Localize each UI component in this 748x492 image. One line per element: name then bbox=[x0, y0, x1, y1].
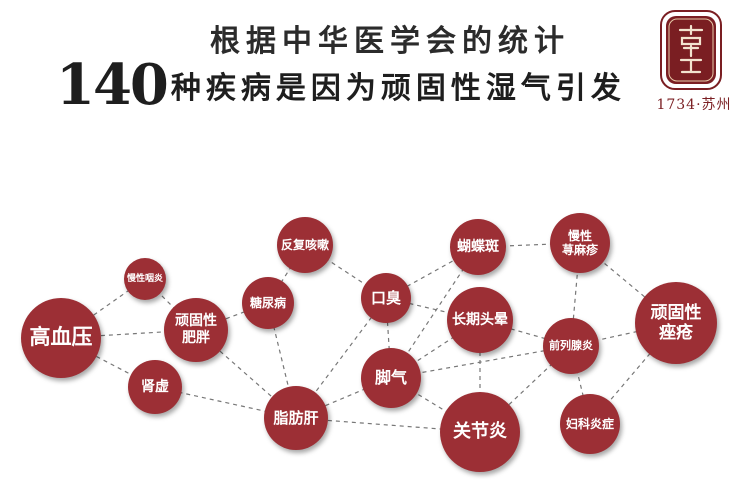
node-fanfu-kesou: 反复咳嗽 bbox=[277, 217, 333, 273]
disease-count: 140 bbox=[56, 52, 169, 118]
node-wanguxing-feipang: 顽固性 肥胖 bbox=[164, 298, 228, 362]
brand-year-place: 1734·苏州 bbox=[656, 97, 732, 113]
brand-seal-icon bbox=[660, 10, 722, 90]
node-tangniaobing: 糖尿病 bbox=[242, 277, 294, 329]
node-gaoxueya: 高血压 bbox=[21, 298, 101, 378]
node-shenxu: 肾虚 bbox=[128, 360, 182, 414]
link bbox=[195, 329, 297, 419]
node-manxing-yanyan: 慢性咽炎 bbox=[124, 258, 166, 300]
node-zhifanggan: 脂肪肝 bbox=[264, 386, 328, 450]
node-jiaoqi: 脚气 bbox=[361, 348, 421, 408]
node-changqi-touyun: 长期头晕 bbox=[447, 287, 513, 353]
node-manxing-xunmazhen: 慢性 荨麻疹 bbox=[550, 213, 610, 273]
link bbox=[589, 322, 677, 425]
node-guanjieyan: 关节炎 bbox=[440, 392, 520, 472]
brand-logo: 1734·苏州 bbox=[656, 10, 732, 120]
link bbox=[390, 345, 572, 379]
node-koushou: 口臭 bbox=[361, 273, 411, 323]
headline-line-1: 根据中华医学会的统计 bbox=[210, 24, 570, 59]
node-hudieban: 蝴蝶斑 bbox=[450, 219, 506, 275]
node-wanguxing-cuochuang: 顽固性 痤疮 bbox=[635, 282, 717, 364]
headline-line-2-text: 种疾病是因为顽固性湿气引发 bbox=[170, 71, 626, 106]
node-qianliexianyan: 前列腺炎 bbox=[543, 318, 599, 374]
node-fuke-yanzheng: 妇科炎症 bbox=[560, 394, 620, 454]
